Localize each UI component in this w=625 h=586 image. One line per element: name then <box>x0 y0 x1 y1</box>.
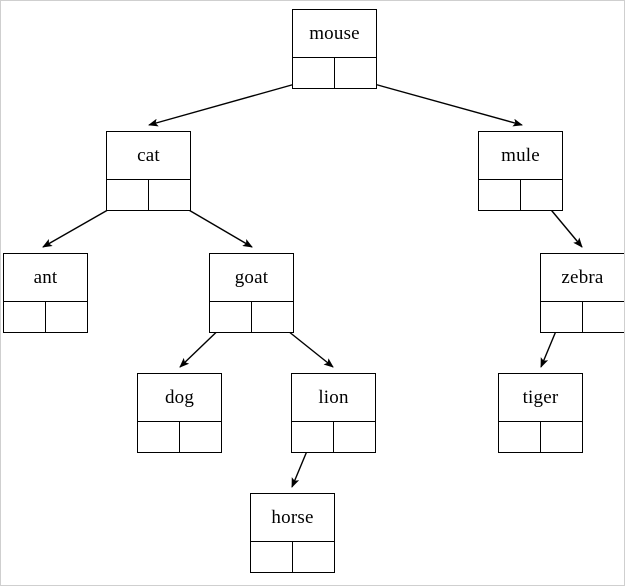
tree-node-horse[interactable]: horse <box>250 493 335 573</box>
left-pointer-cell-dog[interactable] <box>138 422 180 452</box>
tree-node-mouse[interactable]: mouse <box>292 9 377 89</box>
tree-node-zebra[interactable]: zebra <box>540 253 624 333</box>
right-pointer-cell-horse[interactable] <box>293 542 335 572</box>
tree-node-dog[interactable]: dog <box>137 373 222 453</box>
tree-node-pointers-lion <box>292 422 375 452</box>
tree-node-pointers-ant <box>4 302 87 332</box>
tree-node-label-lion: lion <box>292 374 375 422</box>
right-pointer-cell-lion[interactable] <box>334 422 376 452</box>
tree-node-tiger[interactable]: tiger <box>498 373 583 453</box>
right-pointer-cell-tiger[interactable] <box>541 422 583 452</box>
tree-node-label-dog: dog <box>138 374 221 422</box>
left-pointer-cell-horse[interactable] <box>251 542 293 572</box>
right-pointer-cell-zebra[interactable] <box>583 302 625 332</box>
tree-node-pointers-dog <box>138 422 221 452</box>
right-pointer-cell-goat[interactable] <box>252 302 294 332</box>
tree-node-mule[interactable]: mule <box>478 131 563 211</box>
tree-node-pointers-goat <box>210 302 293 332</box>
left-pointer-cell-cat[interactable] <box>107 180 149 210</box>
tree-node-pointers-tiger <box>499 422 582 452</box>
tree-node-pointers-zebra <box>541 302 624 332</box>
tree-node-pointers-mouse <box>293 58 376 88</box>
tree-node-label-cat: cat <box>107 132 190 180</box>
left-pointer-cell-mouse[interactable] <box>293 58 335 88</box>
tree-node-label-mule: mule <box>479 132 562 180</box>
right-pointer-cell-cat[interactable] <box>149 180 191 210</box>
right-pointer-cell-mule[interactable] <box>521 180 563 210</box>
tree-node-label-horse: horse <box>251 494 334 542</box>
tree-node-ant[interactable]: ant <box>3 253 88 333</box>
right-pointer-cell-dog[interactable] <box>180 422 222 452</box>
left-pointer-cell-tiger[interactable] <box>499 422 541 452</box>
tree-node-label-zebra: zebra <box>541 254 624 302</box>
left-pointer-cell-goat[interactable] <box>210 302 252 332</box>
tree-node-pointers-horse <box>251 542 334 572</box>
left-pointer-cell-lion[interactable] <box>292 422 334 452</box>
left-pointer-cell-ant[interactable] <box>4 302 46 332</box>
right-pointer-cell-mouse[interactable] <box>335 58 377 88</box>
tree-node-goat[interactable]: goat <box>209 253 294 333</box>
tree-node-label-tiger: tiger <box>499 374 582 422</box>
right-pointer-cell-ant[interactable] <box>46 302 88 332</box>
tree-node-lion[interactable]: lion <box>291 373 376 453</box>
tree-edge-mouse-to-cat <box>148 78 314 127</box>
tree-node-label-ant: ant <box>4 254 87 302</box>
tree-node-pointers-cat <box>107 180 190 210</box>
left-pointer-cell-mule[interactable] <box>479 180 521 210</box>
tree-node-label-mouse: mouse <box>293 10 376 58</box>
left-pointer-cell-zebra[interactable] <box>541 302 583 332</box>
tree-node-label-goat: goat <box>210 254 293 302</box>
tree-node-pointers-mule <box>479 180 562 210</box>
tree-edge-mouse-to-mule <box>355 78 523 127</box>
tree-node-cat[interactable]: cat <box>106 131 191 211</box>
